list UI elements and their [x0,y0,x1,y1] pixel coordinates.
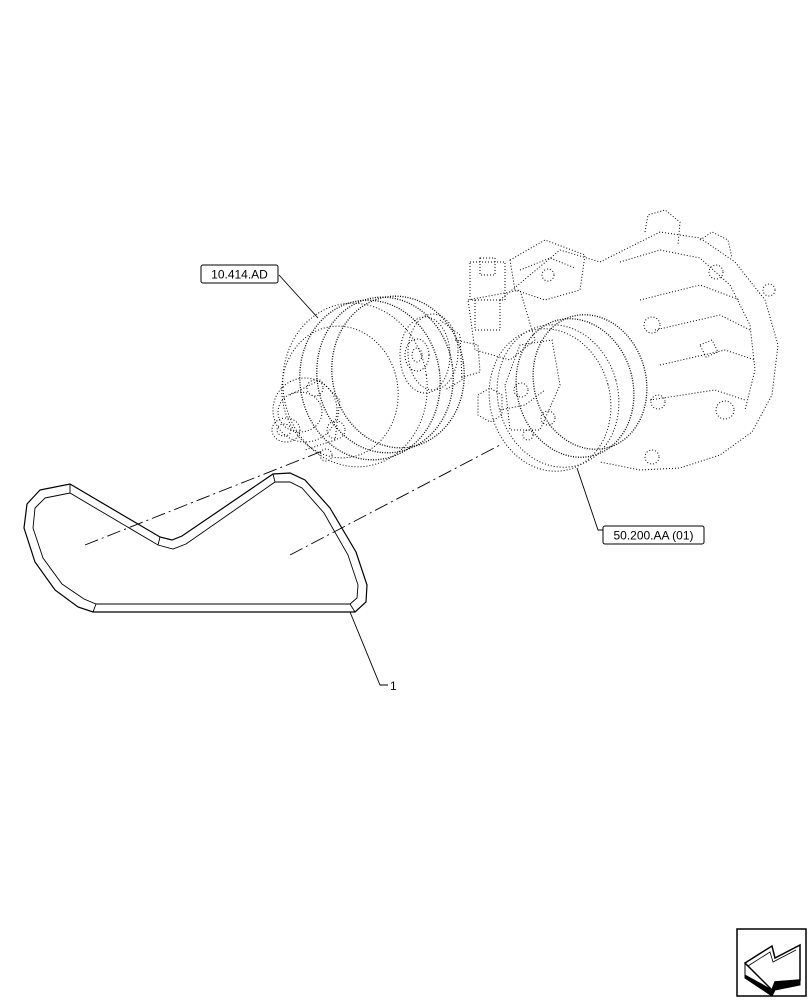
leader-compressor [576,467,607,531]
ref-label-tensioner-text: 10.414.AD [211,268,268,282]
next-page-arrow-icon[interactable] [736,928,807,997]
item-number-belt: 1 [390,679,397,693]
leader-tensioner [278,274,319,319]
belt-tensioner-assembly [271,295,481,468]
ac-compressor [467,209,779,472]
ref-label-tensioner[interactable]: 10.414.AD [200,264,279,284]
ref-label-compressor[interactable]: 50.200.AA (01) [602,525,705,545]
shaft-centerline-1 [84,449,326,546]
ref-label-compressor-text: 50.200.AA (01) [613,529,693,543]
shaft-centerline-2 [289,444,501,556]
drive-belt [23,472,368,613]
leader-belt [349,611,388,686]
